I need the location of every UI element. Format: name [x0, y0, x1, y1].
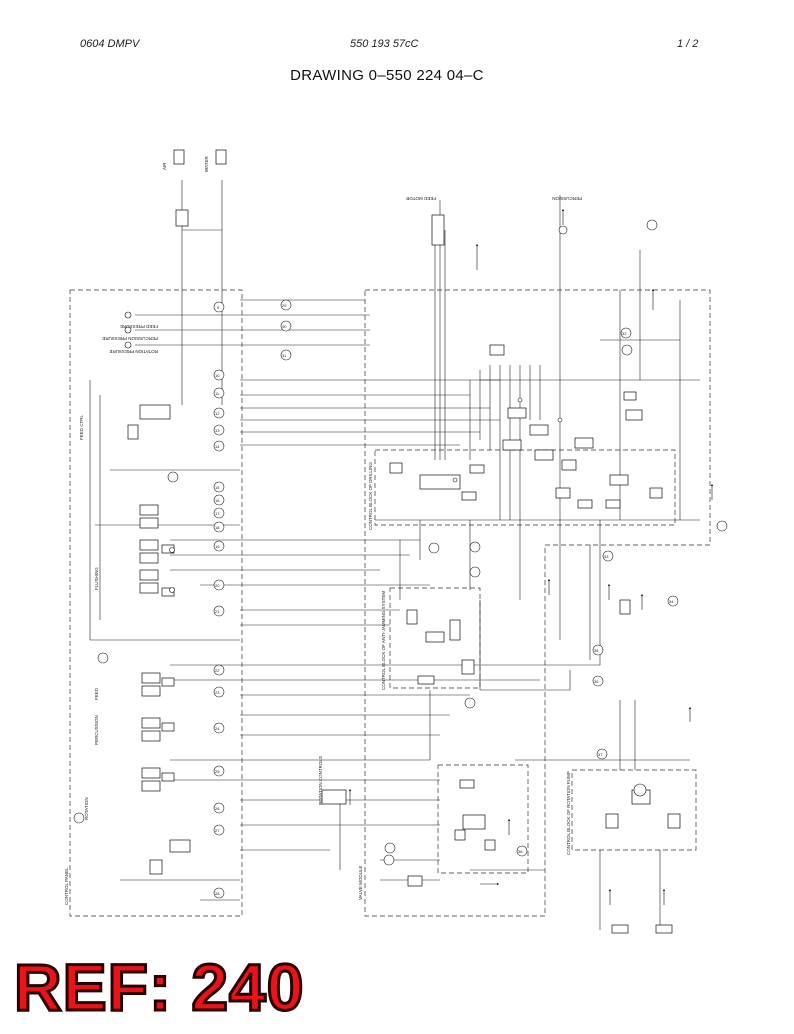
- label-percussion-pressure: PERCUSSION PRESSURE: [102, 336, 158, 341]
- hydraulic-lines: [89, 180, 700, 930]
- drawing-title: DRAWING 0–550 224 04–C: [290, 67, 484, 84]
- rotation-pump-block-box: [571, 769, 697, 851]
- callout-number: 28: [215, 891, 220, 896]
- label-percussion-top: PERCUSSION: [552, 196, 582, 201]
- callout-number: 16: [215, 498, 220, 503]
- callout-number: 27: [215, 828, 220, 833]
- label-flushing: FLUSHING: [94, 567, 99, 590]
- label-feed-pressure: FEED PRESSURE: [120, 324, 158, 329]
- header-left: 0604 DMPV: [80, 38, 140, 50]
- callout-number: 30: [282, 324, 287, 329]
- callout-number: 35: [594, 648, 599, 653]
- callout-circles: [73, 219, 728, 899]
- label-feed-ctrl: FEED CTRL: [79, 415, 84, 441]
- callout-number: 38: [518, 849, 523, 854]
- callout-number: 29: [282, 303, 287, 308]
- callout-number: 24: [215, 726, 220, 731]
- label-control-block-drilling: CONTROL BLOCK OF DRILLING: [368, 462, 373, 530]
- label-percussion: PERCUSSION: [94, 715, 99, 745]
- callout-number: 26: [215, 806, 220, 811]
- label-control-block-anti-jamming: CONTROL BLOCK OF ANTI-JAMMING SYSTEM: [381, 591, 386, 690]
- valve-blocks: [127, 149, 681, 934]
- callout-number: 22: [215, 668, 220, 673]
- header-center: 550 193 57cC: [350, 38, 419, 50]
- callout-number: 14: [215, 444, 220, 449]
- callout-number: 23: [215, 690, 220, 695]
- callout-number: 25: [215, 769, 220, 774]
- valve-module-box: [364, 289, 711, 917]
- callout-number: 12: [215, 411, 220, 416]
- callout-number: 21: [215, 609, 220, 614]
- label-water: WATER: [204, 156, 209, 172]
- label-control-block-rotation-pump: CONTROL BLOCK OF ROTATION PUMP: [566, 771, 571, 855]
- lower-valve-box: [437, 764, 529, 874]
- callout-number: 33: [604, 554, 609, 559]
- callout-number: 37: [598, 752, 603, 757]
- header-right: 1 / 2: [677, 38, 699, 50]
- small-circles: [124, 225, 647, 797]
- label-feed: FEED: [94, 687, 99, 700]
- callout-number: 32: [622, 331, 627, 336]
- callout-number: 34: [669, 599, 674, 604]
- callout-number: 20: [215, 583, 220, 588]
- callout-number: 18: [215, 525, 220, 530]
- label-rotation-controls: ROTATION CONTROLS: [318, 756, 323, 805]
- callout-number: 36: [594, 679, 599, 684]
- flow-arrows: [348, 208, 714, 905]
- callout-number: 15: [215, 485, 220, 490]
- label-valve-module: VALVE MODULE: [358, 866, 363, 900]
- callout-number: 10: [215, 373, 220, 378]
- callout-number: 17: [215, 511, 220, 516]
- control-panel-box: [69, 289, 243, 917]
- label-rotation: ROTATION: [84, 797, 89, 820]
- label-control-panel: CONTROL PANEL: [64, 867, 69, 905]
- callout-number: 31: [282, 353, 287, 358]
- drilling-block-box: [374, 449, 676, 526]
- label-feed-motor: FEED MOTOR: [405, 196, 436, 201]
- callout-number: 13: [215, 428, 220, 433]
- callout-numbers: 9 10 11 12 13 14 15 16 17 18 19 20 21 22…: [215, 303, 674, 896]
- label-rotation-pressure: ROTATION PRESSURE: [109, 349, 158, 354]
- callout-number: 11: [215, 391, 220, 396]
- callout-number: 9: [217, 305, 220, 310]
- ref-badge: REF: 240: [12, 950, 305, 1024]
- label-air: AIR: [162, 162, 167, 170]
- callout-number: 19: [215, 544, 220, 549]
